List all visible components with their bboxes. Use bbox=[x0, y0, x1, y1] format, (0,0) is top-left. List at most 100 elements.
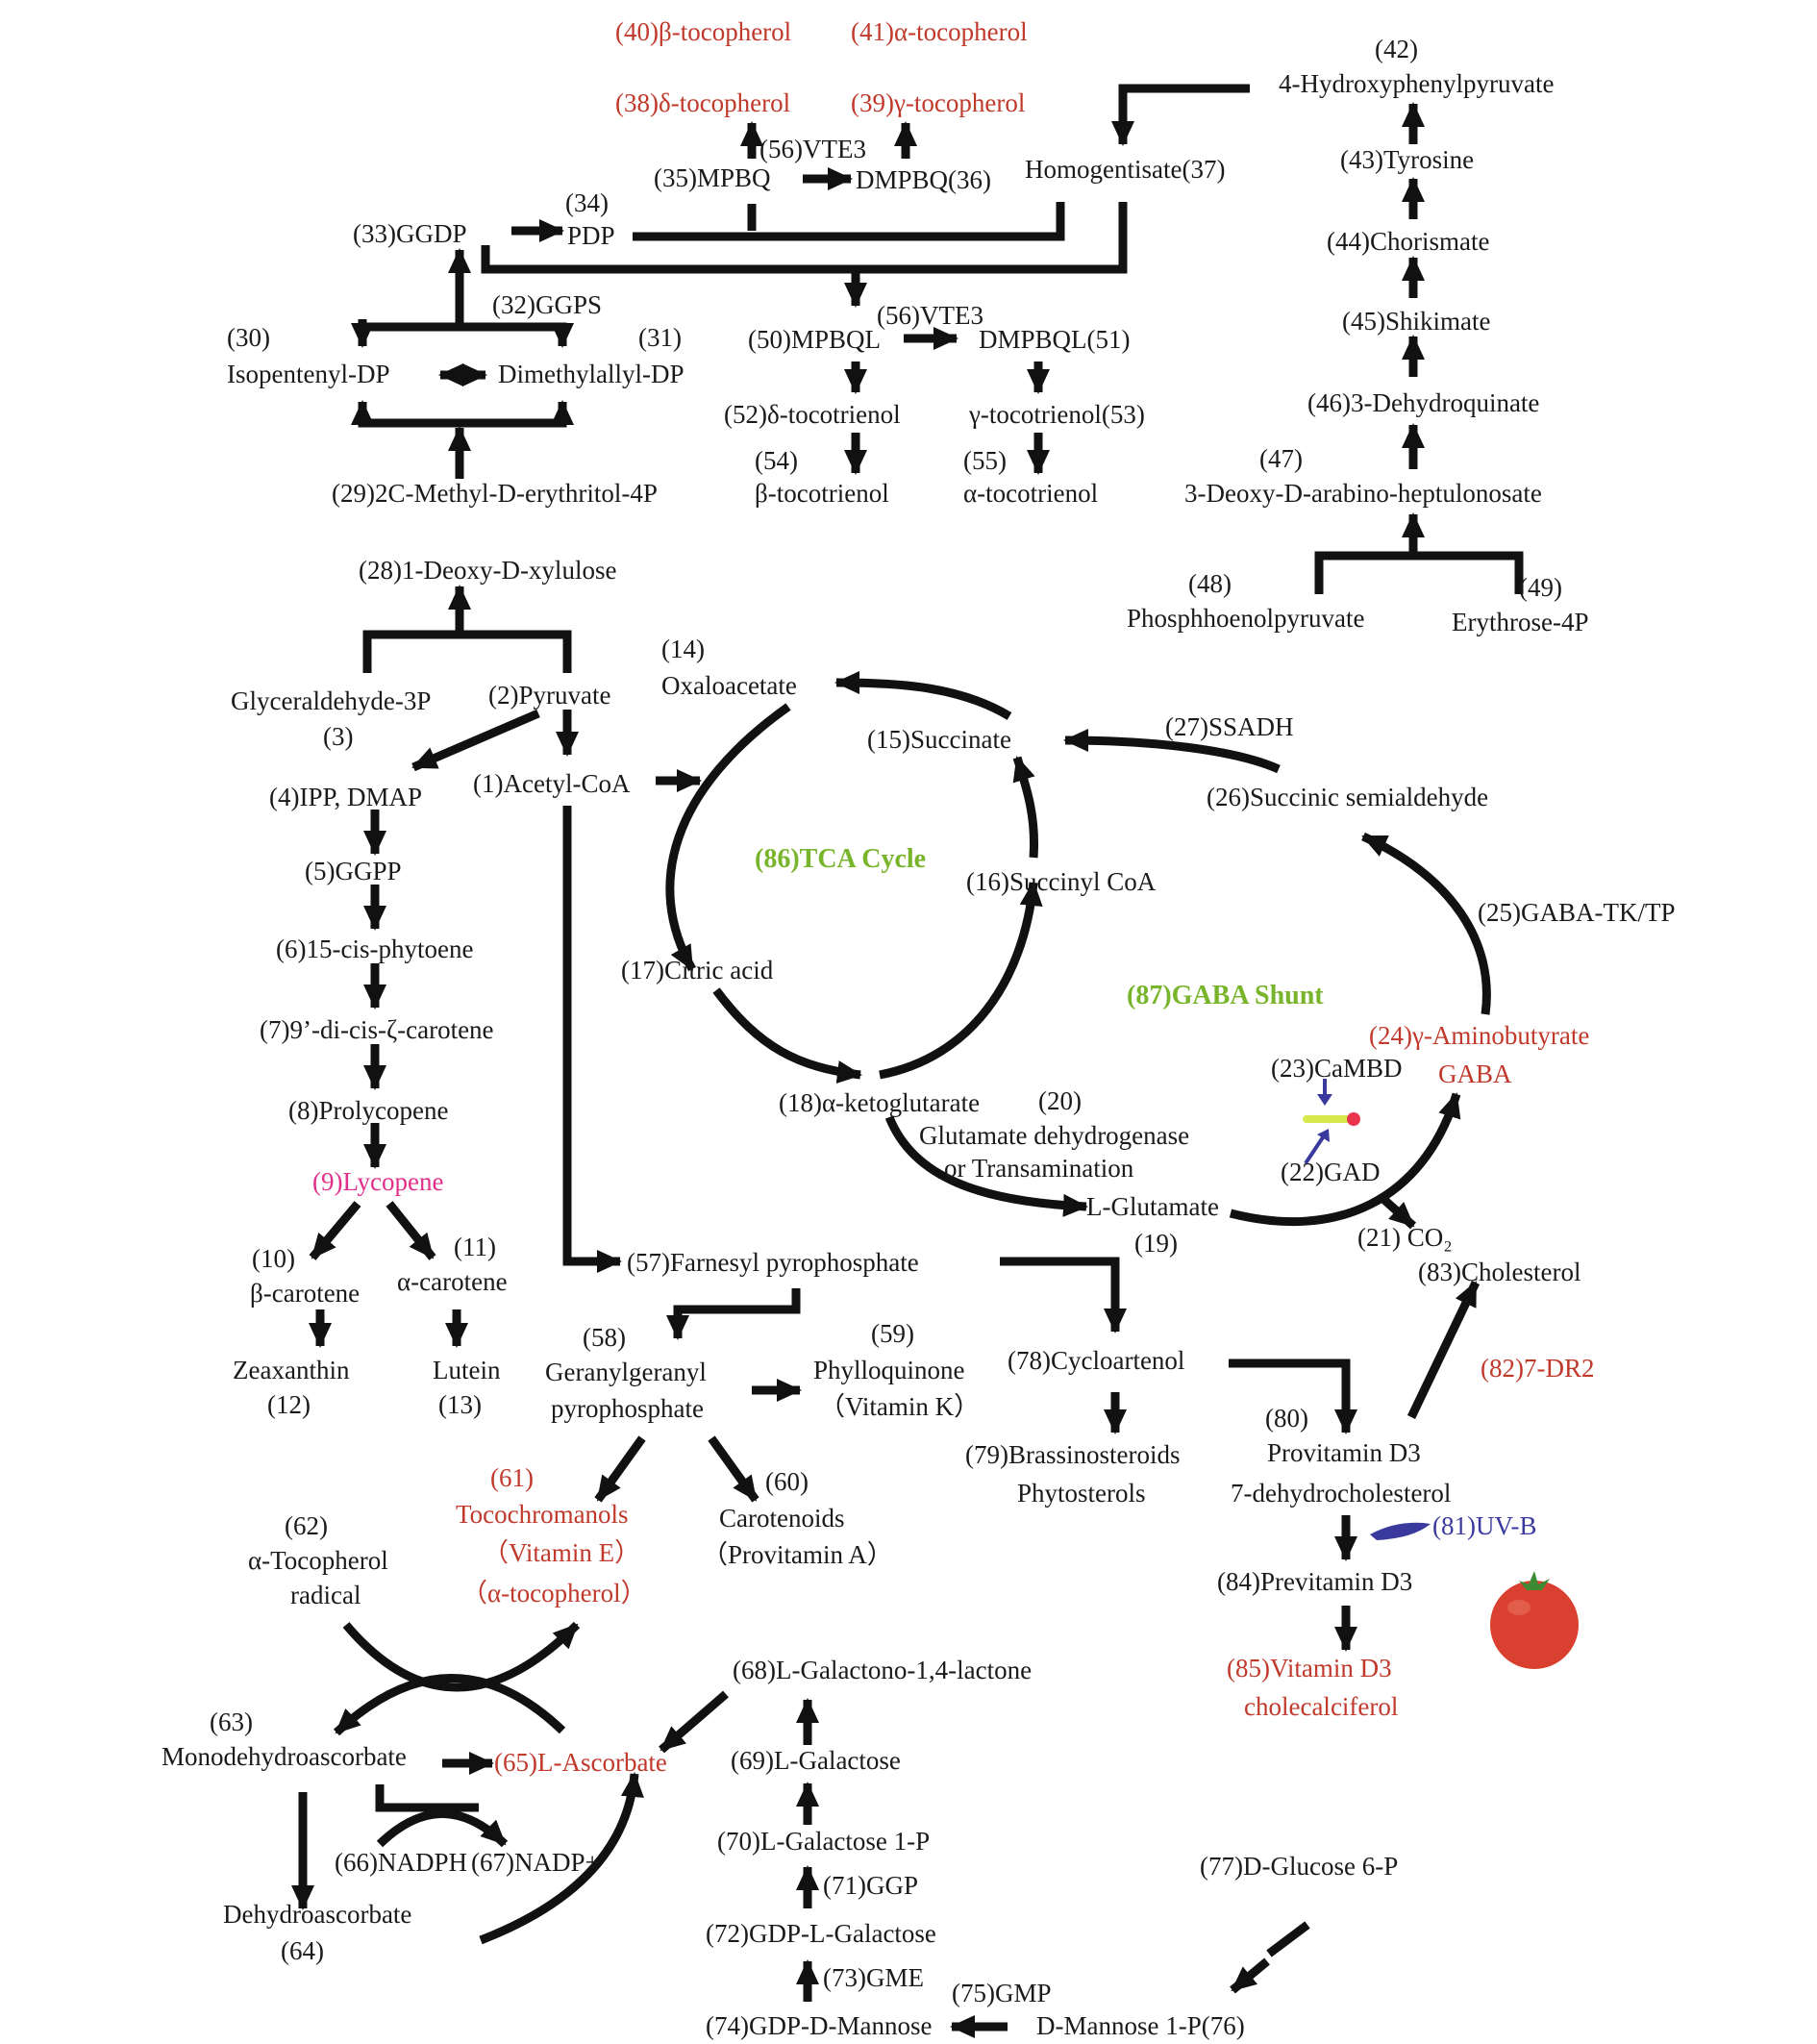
node-8: (8)Prolycopene bbox=[288, 1096, 448, 1125]
enzyme-56-vte3-b: (56)VTE3 bbox=[877, 301, 983, 330]
node-58-number: (58) bbox=[583, 1323, 626, 1352]
tca-arrow-17-to-18 bbox=[712, 987, 862, 1084]
node-24: (24)γ-Aminobutyrate bbox=[1369, 1021, 1589, 1050]
enzyme-82-7-dr2: (82)7-DR2 bbox=[1481, 1354, 1594, 1383]
node-10-number: (10) bbox=[252, 1244, 295, 1273]
arrow-57-to-58 bbox=[666, 1288, 801, 1340]
enzyme-20-transamination: or Transamination bbox=[944, 1154, 1134, 1183]
node-51: DMPBQL(51) bbox=[979, 325, 1131, 354]
node-57: (57)Farnesyl pyrophosphate bbox=[627, 1248, 919, 1277]
arrow-to-21 bbox=[1381, 1196, 1417, 1230]
node-10: β-carotene bbox=[250, 1279, 360, 1308]
node-26: (26)Succinic semialdehyde bbox=[1207, 783, 1488, 811]
enzyme-20-glutamate-dehydrogenase: Glutamate dehydrogenase bbox=[919, 1121, 1189, 1150]
node-45: (45)Shikimate bbox=[1342, 307, 1490, 336]
node-47: 3-Deoxy-D-arabino-heptulonosate bbox=[1184, 479, 1542, 508]
node-3: Glyceraldehyde-3P bbox=[231, 686, 431, 715]
node-41: (41)α-tocopherol bbox=[851, 17, 1028, 46]
node-42-number: (42) bbox=[1375, 35, 1418, 63]
node-36: DMPBQ(36) bbox=[856, 165, 991, 194]
node-30: Isopentenyl-DP bbox=[227, 360, 389, 388]
node-85: (85)Vitamin D3 bbox=[1227, 1654, 1392, 1683]
tca-arrow-15-to-14 bbox=[834, 671, 1012, 720]
node-63-number: (63) bbox=[210, 1707, 253, 1736]
arrow-80-to-83 bbox=[1406, 1281, 1481, 1419]
node-31: Dimethylallyl-DP bbox=[498, 360, 684, 388]
node-80-line2: 7-dehydrocholesterol bbox=[1231, 1479, 1451, 1508]
node-61: Tocochromanols bbox=[456, 1500, 629, 1529]
arrow-78-to-80 bbox=[1229, 1359, 1357, 1434]
node-43: (43)Tyrosine bbox=[1340, 145, 1474, 174]
node-69: (69)L-Galactose bbox=[731, 1746, 901, 1775]
node-9-lycopene: (9)Lycopene bbox=[312, 1167, 443, 1196]
node-60: Carotenoids bbox=[719, 1504, 844, 1533]
node-12-number: (12) bbox=[267, 1390, 311, 1419]
node-59-vitamin-k: （Vitamin K） bbox=[819, 1392, 980, 1421]
tomato-icon bbox=[1490, 1571, 1579, 1669]
node-70: (70)L-Galactose 1-P bbox=[717, 1827, 930, 1856]
node-6: (6)15-cis-phytoene bbox=[276, 935, 473, 963]
arrow-62-to-61 bbox=[342, 1621, 581, 1692]
arrow-26-to-15 bbox=[1063, 729, 1281, 774]
node-49-number: (49) bbox=[1519, 573, 1562, 602]
node-83: (83)Cholesterol bbox=[1418, 1258, 1581, 1286]
node-46: (46)3-Dehydroquinate bbox=[1307, 388, 1539, 417]
bracket-3-2 bbox=[362, 630, 572, 673]
enzyme-56-vte3-a: (56)VTE3 bbox=[759, 135, 866, 163]
arrow-57-to-78 bbox=[1000, 1257, 1127, 1334]
node-52: (52)δ-tocotrienol bbox=[724, 400, 901, 429]
node-77: (77)D-Glucose 6-P bbox=[1200, 1852, 1398, 1881]
arrow-68-to-65 bbox=[659, 1690, 729, 1754]
node-16: (16)Succinyl CoA bbox=[966, 867, 1157, 896]
node-63: Monodehydroascorbate bbox=[162, 1742, 407, 1771]
node-48-number: (48) bbox=[1188, 569, 1232, 598]
node-35: (35)MPBQ bbox=[654, 163, 771, 192]
node-13-number: (13) bbox=[438, 1390, 482, 1419]
node-33: (33)GGDP bbox=[353, 219, 467, 248]
node-2: (2)Pyruvate bbox=[488, 681, 610, 710]
arrow-65-to-63 bbox=[333, 1674, 566, 1736]
tca-arrow-18-to-16 bbox=[879, 881, 1043, 1080]
node-66: (66)NADPH bbox=[335, 1848, 467, 1877]
cycle-86-tca: (86)TCA Cycle bbox=[755, 844, 926, 874]
line-34-to-37 bbox=[633, 202, 1065, 241]
enzyme-71-ggp: (71)GGP bbox=[823, 1871, 918, 1900]
node-59-number: (59) bbox=[871, 1319, 914, 1348]
node-48: Phosphhoenolpyruvate bbox=[1127, 604, 1364, 633]
node-54-number: (54) bbox=[755, 446, 798, 475]
node-1: (1)Acetyl-CoA bbox=[473, 769, 631, 798]
node-14-number: (14) bbox=[661, 635, 705, 663]
node-67: (67)NADP+ bbox=[471, 1848, 600, 1877]
arrow-58-to-60 bbox=[708, 1435, 759, 1503]
node-68: (68)L-Galactono-1,4-lactone bbox=[733, 1656, 1032, 1684]
node-60-number: (60) bbox=[765, 1467, 809, 1496]
arrow-24-to-26 bbox=[1361, 832, 1491, 1015]
gad-arrow bbox=[1304, 1133, 1327, 1165]
node-62-line2: radical bbox=[290, 1581, 361, 1609]
enzyme-32-ggps: (32)GGPS bbox=[492, 290, 602, 319]
arrow-2-to-4 bbox=[411, 709, 540, 772]
node-65-l-ascorbate: (65)L-Ascorbate bbox=[494, 1748, 667, 1777]
node-31-number: (31) bbox=[638, 323, 682, 352]
node-4: (4)IPP, DMAP bbox=[269, 783, 422, 811]
node-7: (7)9’-di-cis-ζ-carotene bbox=[260, 1015, 494, 1044]
node-80-number: (80) bbox=[1265, 1404, 1308, 1433]
node-44: (44)Chorismate bbox=[1327, 227, 1489, 256]
node-40: (40)β-tocopherol bbox=[615, 17, 791, 46]
line-66-67 bbox=[375, 1784, 479, 1812]
node-3-number: (3) bbox=[323, 722, 353, 751]
pathway-connectors bbox=[291, 84, 1524, 2038]
node-39: (39)γ-tocopherol bbox=[851, 88, 1025, 117]
enzyme-marker-icon bbox=[1303, 1112, 1360, 1126]
node-18: (18)α-ketoglutarate bbox=[779, 1088, 980, 1117]
enzyme-23-cambd: (23)CaMBD bbox=[1271, 1054, 1403, 1083]
node-11-number: (11) bbox=[454, 1233, 496, 1261]
node-13: Lutein bbox=[433, 1356, 501, 1384]
arrow-66-to-67 bbox=[376, 1809, 509, 1848]
node-79: (79)Brassinosteroids bbox=[965, 1440, 1180, 1469]
enzyme-27-ssadh: (27)SSADH bbox=[1165, 712, 1294, 741]
node-72: (72)GDP-L-Galactose bbox=[706, 1919, 936, 1948]
node-5: (5)GGPP bbox=[305, 857, 402, 885]
camb-arrowhead bbox=[1317, 1094, 1332, 1106]
